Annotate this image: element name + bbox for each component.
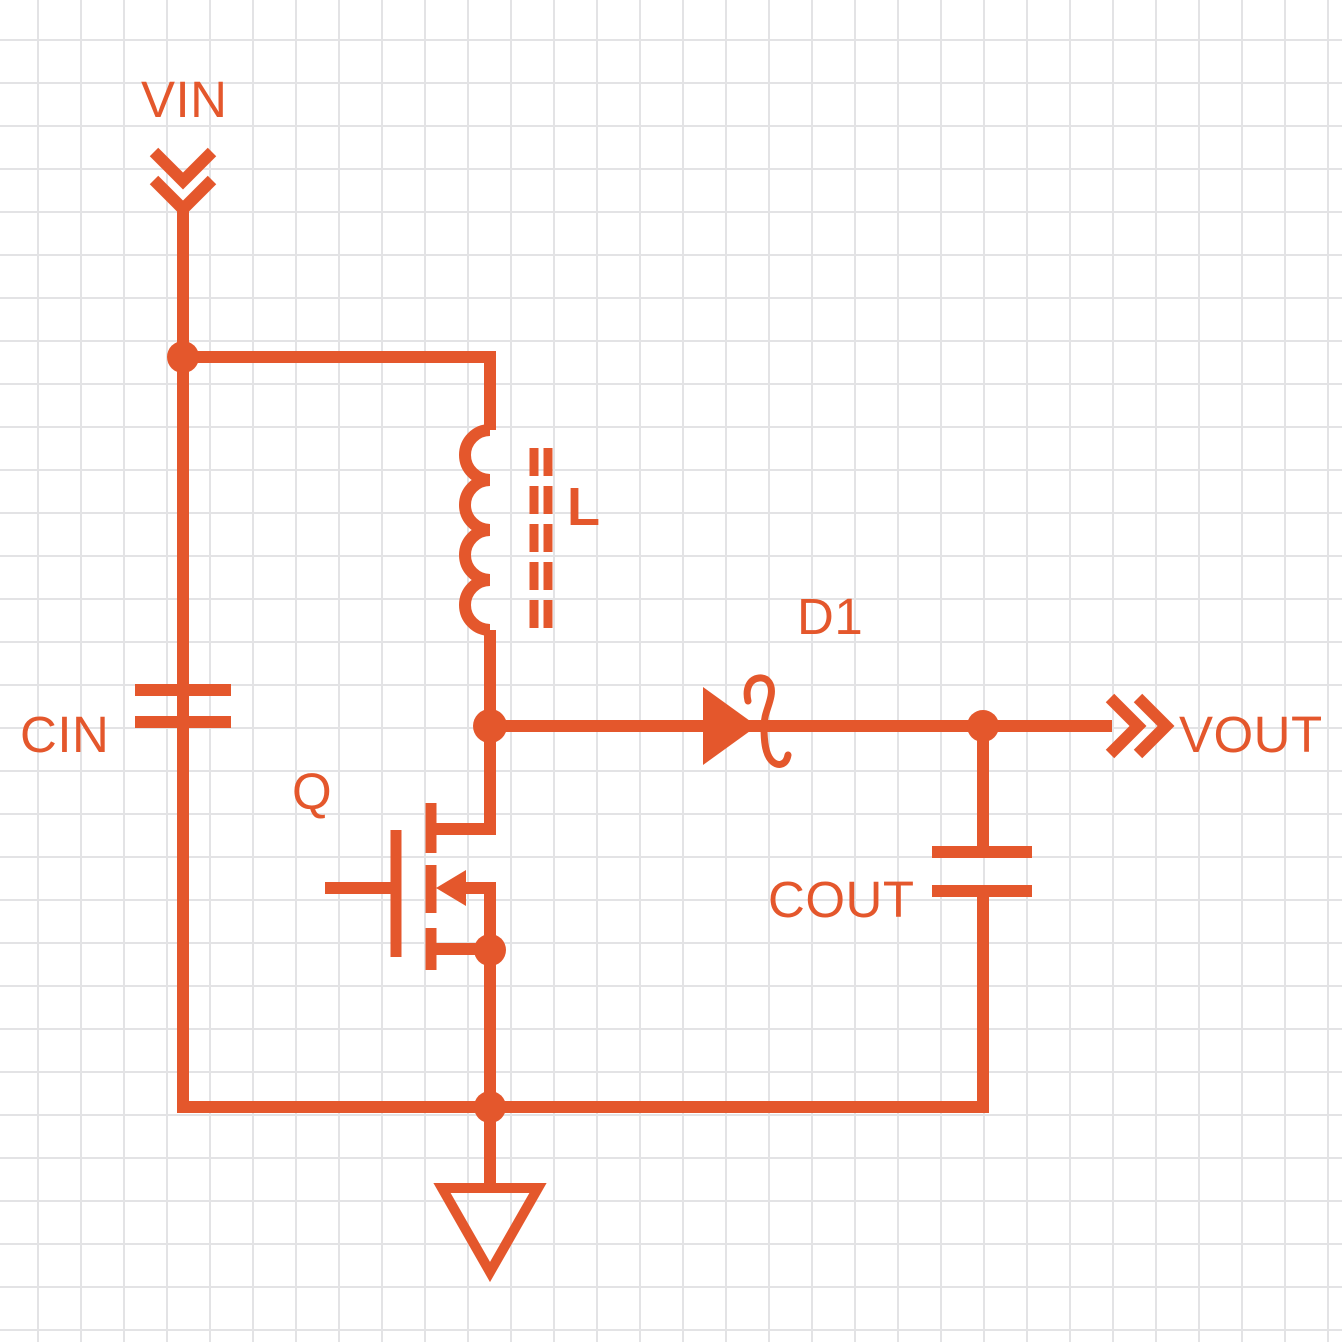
label-cin: CIN [20, 706, 110, 763]
junction-dot-switch-node [473, 709, 507, 743]
vout-chevron-right [1133, 693, 1175, 759]
vout-chevron-left [1105, 693, 1147, 759]
label-vout: VOUT [1179, 706, 1323, 763]
vout-arrow-icon [1105, 693, 1175, 759]
wire-vin-to-inductor [183, 351, 496, 430]
ground-symbol [433, 1107, 547, 1283]
junction-dot-output-node [967, 710, 999, 742]
mosfet-drain-lead [431, 726, 496, 835]
diode-symbol [703, 674, 792, 768]
cin-capacitor-symbol [135, 684, 231, 728]
wire-ground-loop [177, 203, 989, 1113]
inductor-coil-symbol [459, 424, 491, 636]
vin-chevron-upper [149, 147, 217, 190]
ground-triangle [433, 1183, 547, 1283]
label-inductor: L [567, 477, 601, 537]
label-vin: VIN [141, 71, 228, 128]
cout-capacitor-symbol [932, 846, 1032, 897]
label-mosfet: Q [292, 763, 333, 820]
mosfet-symbol [325, 726, 496, 1107]
mosfet-body-lead [460, 882, 496, 945]
mosfet-body-arrow [436, 870, 466, 906]
vin-arrow-icon [149, 147, 217, 218]
vin-chevron-lower [149, 175, 217, 218]
junction-dot-source-node [474, 934, 506, 966]
junction-dot-vin-node [167, 341, 199, 373]
diode-cathode-curve [743, 674, 792, 768]
junction-dots [167, 341, 999, 1123]
diode-anode-triangle [703, 687, 757, 765]
junction-dot-ground-node [474, 1091, 506, 1123]
inductor-core-dashes [529, 448, 553, 634]
label-cout: COUT [768, 871, 915, 928]
label-diode: D1 [797, 588, 864, 645]
